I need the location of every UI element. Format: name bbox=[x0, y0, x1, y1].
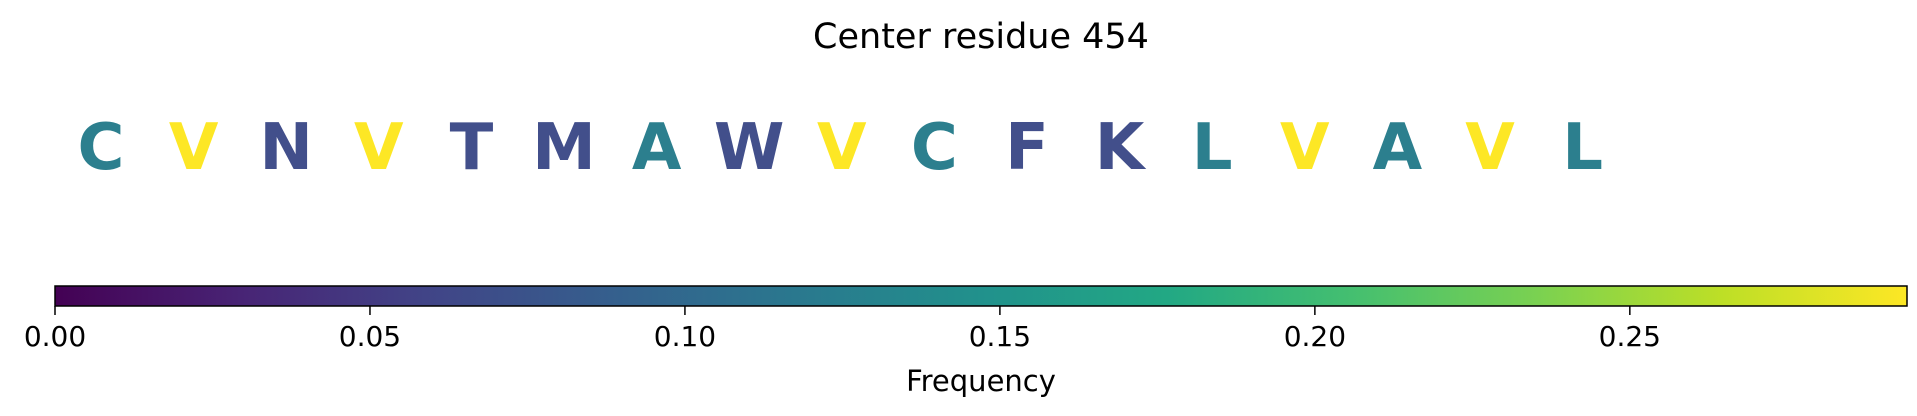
residue-letter: W bbox=[714, 111, 785, 185]
colorbar-tick-label: 0.05 bbox=[339, 320, 401, 353]
residue-letter: L bbox=[1562, 111, 1603, 185]
colorbar-ticks: 0.00 0.05 0.10 0.15 0.20 0.25 bbox=[24, 306, 1661, 353]
residue-letter: V bbox=[354, 111, 404, 185]
colorbar-tick-label: 0.15 bbox=[969, 320, 1031, 353]
residue-letter: V bbox=[169, 111, 219, 185]
residue-letter: A bbox=[632, 111, 682, 185]
colorbar-tick-label: 0.20 bbox=[1284, 320, 1346, 353]
residue-letter: C bbox=[78, 111, 125, 185]
colorbar bbox=[54, 285, 1908, 307]
residue-letter: T bbox=[450, 111, 494, 185]
residue-letter: V bbox=[817, 111, 867, 185]
residue-letter: V bbox=[1465, 111, 1515, 185]
colorbar-tick-label: 0.00 bbox=[24, 320, 86, 353]
residue-letter: C bbox=[911, 111, 958, 185]
colorbar-tick-label: 0.10 bbox=[654, 320, 716, 353]
colorbar-label: Frequency bbox=[906, 364, 1056, 398]
residue-letter: A bbox=[1373, 111, 1423, 185]
residue-letter: L bbox=[1192, 111, 1233, 185]
residue-letter: F bbox=[1005, 111, 1049, 185]
residue-letter: M bbox=[532, 111, 596, 185]
residue-letter: K bbox=[1095, 111, 1147, 185]
residue-letter: V bbox=[1280, 111, 1330, 185]
residue-letter: N bbox=[259, 111, 313, 185]
colorbar-tick-label: 0.25 bbox=[1599, 320, 1661, 353]
chart-title: Center residue 454 bbox=[813, 17, 1149, 57]
